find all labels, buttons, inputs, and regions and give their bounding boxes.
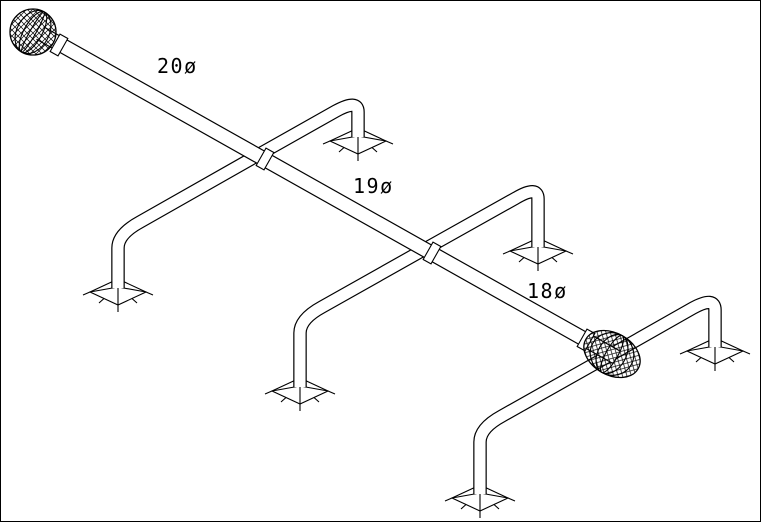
branch-pipe-body bbox=[118, 155, 258, 288]
pipe-coupling bbox=[422, 241, 442, 265]
branch-pipe-body bbox=[425, 192, 538, 249]
branch-pipe-outline bbox=[480, 354, 612, 494]
branch-pipe-outline bbox=[300, 249, 425, 387]
pipe-coupling bbox=[255, 147, 275, 171]
branch-pipe-body bbox=[300, 249, 425, 387]
branch-pipes bbox=[118, 105, 715, 494]
dimension-label-20: 20ø bbox=[157, 54, 198, 78]
dimension-label-19: 19ø bbox=[353, 174, 394, 198]
pipe-coupling bbox=[49, 33, 69, 57]
knurled-end-cap-fitting bbox=[9, 8, 57, 56]
ribbed-ball-tee-fitting bbox=[583, 329, 641, 379]
dimension-label-18: 18ø bbox=[527, 279, 568, 303]
